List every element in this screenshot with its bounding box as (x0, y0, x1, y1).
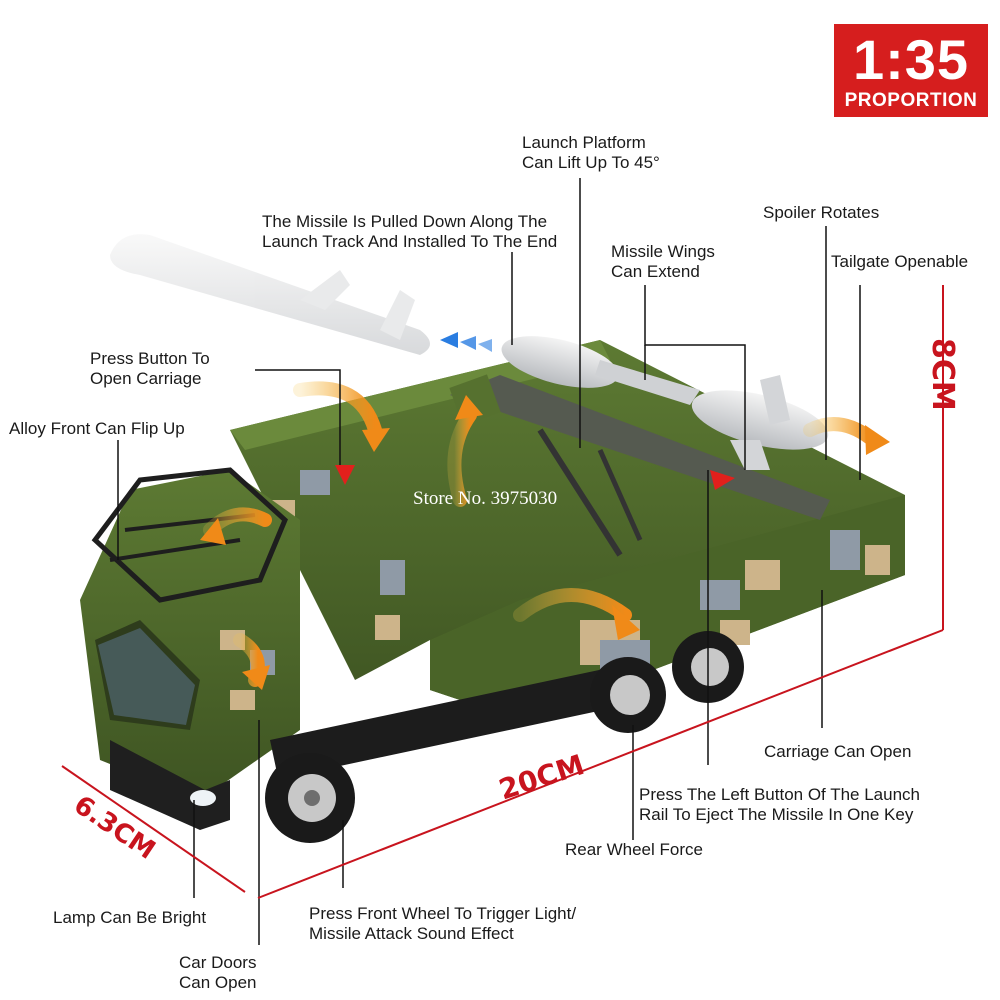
callout-carriage-open: Carriage Can Open (764, 742, 912, 761)
front-wheel (265, 753, 355, 843)
callout-press-button: Press Button To Open Carriage (90, 349, 210, 388)
callout-spoiler: Spoiler Rotates (763, 203, 880, 222)
callout-car-doors: Car Doors Can Open (179, 953, 257, 992)
rear-wheel-1 (590, 657, 666, 733)
height-dimension: 8CM (925, 338, 960, 411)
leader-lines (117, 178, 861, 945)
callout-tailgate: Tailgate Openable (831, 252, 969, 271)
truck-carriage (230, 340, 905, 720)
motion-arrows-icon (440, 332, 492, 352)
chassis (269, 660, 651, 780)
callout-missile-pulled: The Missile Is Pulled Down Along The Lau… (262, 212, 558, 251)
callout-missile-wings: Missile Wings Can Extend (611, 242, 715, 281)
launch-rail (449, 374, 830, 557)
scale-ratio: 1:35 (852, 28, 970, 91)
callout-left-button: Press The Left Button Of The Launch Rail… (639, 785, 920, 824)
truck-cab (80, 467, 300, 830)
callout-rear-wheel: Rear Wheel Force (565, 840, 703, 859)
arrowhead-icons (200, 395, 890, 690)
store-watermark: Store No. 3975030 (413, 488, 558, 509)
flying-missile (110, 234, 430, 355)
scale-badge: 1:35 PROPORTION (834, 24, 988, 117)
press-arrow-icons (335, 465, 735, 490)
callout-launch-platform: Launch Platform Can Lift Up To 45° (522, 133, 660, 172)
callout-lamp: Lamp Can Be Bright (53, 908, 207, 927)
missile (501, 336, 829, 470)
scale-caption: PROPORTION (844, 90, 978, 111)
callout-front-wheel: Press Front Wheel To Trigger Light/ Miss… (309, 904, 577, 943)
callout-alloy-front: Alloy Front Can Flip Up (9, 419, 185, 438)
dimension-lines (61, 285, 944, 899)
